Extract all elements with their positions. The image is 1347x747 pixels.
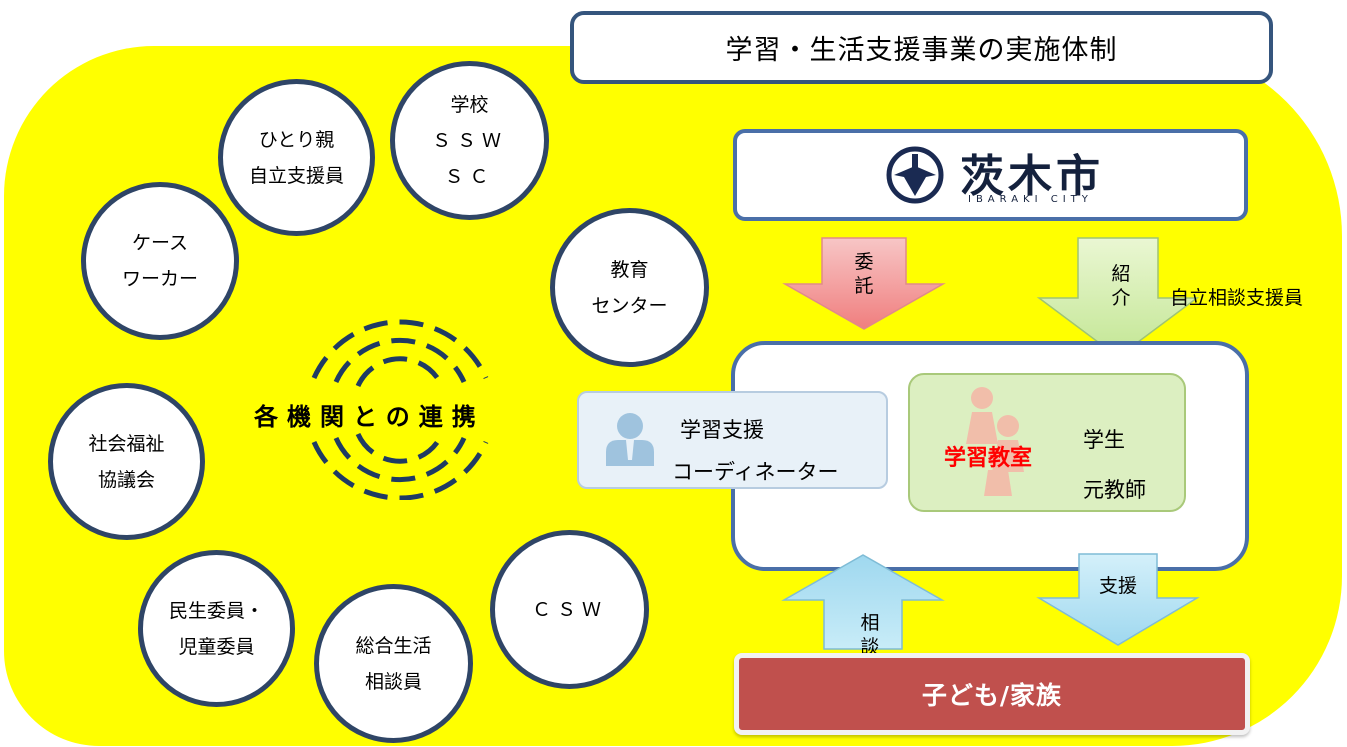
classroom-label: 学習教室 (944, 446, 1033, 471)
commission-arrow (782, 237, 946, 330)
agency-label-line2: ＳＳＷ (431, 129, 507, 152)
agency-label-line1: 総合生活 (355, 634, 432, 657)
agency-label-line1: 教育 (610, 258, 649, 281)
commission-label-char1: 委 (854, 251, 874, 273)
agency-label-line1: 社会福祉 (88, 432, 165, 455)
person-icon (606, 413, 654, 466)
coordinator-label-line1: 学習支援 (680, 418, 764, 442)
city-box (733, 129, 1248, 221)
agency-welfare-commissioner: 民生委員・ 児童委員 (138, 550, 295, 707)
agency-csw: ＣＳＷ (490, 530, 649, 689)
agency-label-line1: 民生委員・ (168, 599, 264, 622)
agency-single-parent-support: ひとり親 自立支援員 (218, 79, 375, 236)
agency-life-consultant: 総合生活 相談員 (314, 584, 473, 743)
agency-label-line1: ケース (131, 232, 189, 254)
agency-label-line2: 児童委員 (178, 635, 255, 658)
page-title: 学習・生活支援事業の実施体制 (570, 11, 1273, 84)
city-emblem-icon (886, 146, 944, 204)
collaboration-label: 各機関との連携 (254, 403, 485, 431)
classroom-card (908, 373, 1186, 512)
agency-label-line1: ひとり親 (258, 128, 335, 151)
introduction-label: 紹 介 (1108, 262, 1134, 310)
agency-label-line2: 協議会 (97, 468, 155, 491)
classroom-staff-former-teachers: 元教師 (1083, 478, 1146, 502)
support-label: 支援 (1098, 575, 1137, 597)
introduction-label-char2: 介 (1111, 287, 1131, 309)
family-box: 子ども/家族 (734, 653, 1250, 735)
city-name-en: IBARAKI CITY (968, 194, 1093, 205)
agency-label-line1: ＣＳＷ (531, 598, 607, 621)
city-name: 茨木市 (960, 151, 1104, 202)
agency-label-line2: 自立支援員 (248, 164, 344, 187)
introduction-label-char1: 紹 (1111, 263, 1131, 285)
consultation-label-char2: 談 (860, 636, 880, 658)
consultation-label-char1: 相 (860, 612, 880, 634)
support-arrow (1036, 553, 1200, 646)
introducer-note: 自立相談支援員 (1170, 287, 1304, 309)
consultation-arrow (781, 554, 945, 650)
agency-social-welfare-council: 社会福祉 協議会 (48, 383, 205, 540)
agency-label-line2: ワーカー (121, 268, 198, 290)
consultation-label: 相 談 (857, 611, 883, 659)
agency-label-line2: 相談員 (364, 670, 422, 693)
agency-caseworker: ケース ワーカー (81, 182, 239, 340)
introduction-arrow (1036, 237, 1200, 358)
commission-label-char2: 託 (854, 275, 874, 297)
people-icon (966, 387, 1024, 496)
agency-label-line2: センター (591, 294, 668, 317)
agency-school: 学校 ＳＳＷ ＳＣ (390, 61, 549, 220)
connection-rings-graphic (311, 319, 489, 500)
coordinator-label-line2: コーディネーター (672, 460, 839, 484)
commission-label: 委 託 (851, 250, 877, 298)
agency-label-line1: 学校 (450, 93, 489, 116)
agency-label-line3: ＳＣ (444, 165, 495, 188)
agency-education-center: 教育 センター (550, 208, 709, 367)
classroom-staff-students: 学生 (1083, 428, 1125, 452)
